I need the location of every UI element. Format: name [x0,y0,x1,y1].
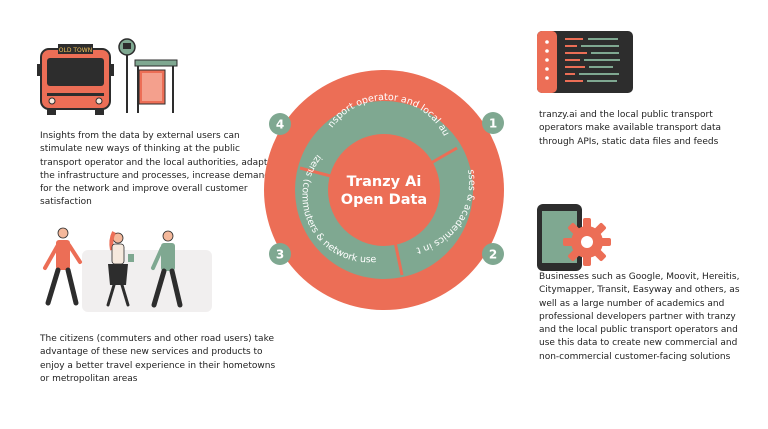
bus-sign: OLD TOWN [59,47,92,54]
step-badge-1: 1 [482,112,504,134]
step-4-description: Insights from the data by external users… [40,131,270,208]
svg-text:3: 3 [276,248,284,262]
phone-gear-illustration [537,204,611,271]
center-title-line1: Tranzy Ai [347,174,422,190]
code-panel-illustration [537,31,633,93]
pedestrians-illustration [43,227,212,312]
svg-text:2: 2 [489,248,497,262]
step-3-description: The citizens (commuters and other road u… [40,334,276,384]
center-title-line2: Open Data [341,192,427,208]
step-badge-2: 2 [482,243,504,265]
step-badge-3: 3 [269,243,291,265]
step-badge-4: 4 [269,113,291,135]
svg-text:1: 1 [489,117,497,131]
step-1-description: tranzy.ai and the local public transport… [539,110,722,147]
bus-stop-illustration [118,38,178,113]
step-2-description: Businesses such as Google, Moovit, Herei… [539,272,740,362]
svg-text:4: 4 [276,118,284,132]
bus-illustration: OLD TOWN [37,44,114,115]
